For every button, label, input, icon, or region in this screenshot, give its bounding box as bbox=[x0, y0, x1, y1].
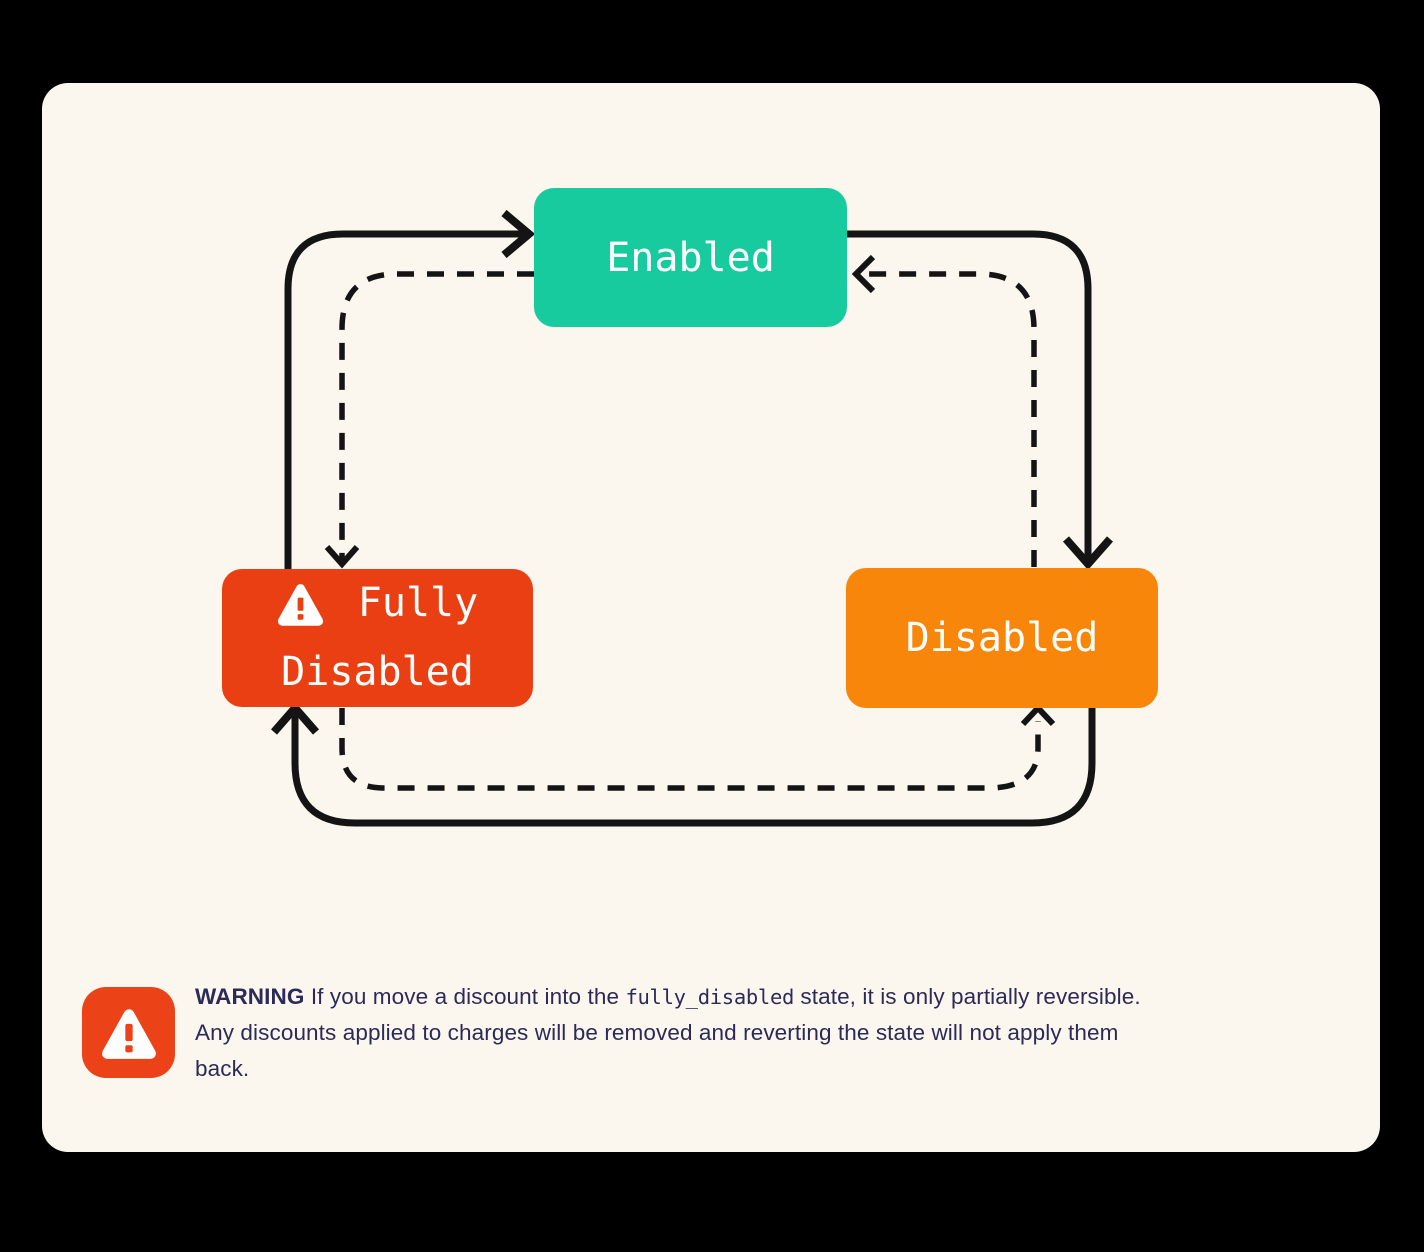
warning-line1-before-code: If you move a discount into the bbox=[310, 984, 620, 1009]
warning-triangle-icon bbox=[277, 583, 323, 626]
state-machine-diagram-card: Enabled Fully Disabled Disabled WARNING … bbox=[42, 83, 1380, 1152]
warning-code-fully-disabled: fully_disabled bbox=[625, 985, 795, 1009]
warning-label: WARNING bbox=[195, 984, 305, 1009]
arrow-fully-disabled-to-enabled bbox=[284, 209, 536, 573]
arrow-disabled-to-enabled-dashed bbox=[851, 254, 1037, 567]
fully-disabled-row1: Fully bbox=[277, 569, 478, 638]
warning-callout-icon-badge bbox=[82, 987, 175, 1078]
arrow-enabled-to-fully-disabled-dashed bbox=[324, 271, 534, 569]
state-node-disabled: Disabled bbox=[846, 568, 1158, 708]
state-node-enabled: Enabled bbox=[534, 188, 847, 327]
state-label-fully-disabled-line2: Disabled bbox=[281, 649, 474, 695]
arrow-disabled-to-fully-disabled bbox=[270, 701, 1096, 827]
warning-line-2: Any discounts applied to charges will be… bbox=[195, 1020, 1119, 1045]
arrow-enabled-to-disabled bbox=[847, 230, 1114, 571]
warning-callout-text: WARNING If you move a discount into the … bbox=[195, 979, 1195, 1087]
state-node-fully-disabled: Fully Disabled bbox=[222, 569, 533, 707]
warning-line1-after-code: state, it is only partially reversible. bbox=[800, 984, 1141, 1009]
arrow-fully-disabled-to-disabled-dashed bbox=[339, 703, 1056, 791]
warning-line-1: WARNING If you move a discount into the … bbox=[195, 979, 1195, 1015]
warning-triangle-icon bbox=[101, 1008, 156, 1059]
state-label-enabled: Enabled bbox=[606, 234, 775, 281]
state-label-disabled: Disabled bbox=[905, 615, 1099, 661]
state-label-fully-disabled-line1: Fully bbox=[357, 580, 479, 626]
warning-line-3: back. bbox=[195, 1056, 250, 1081]
